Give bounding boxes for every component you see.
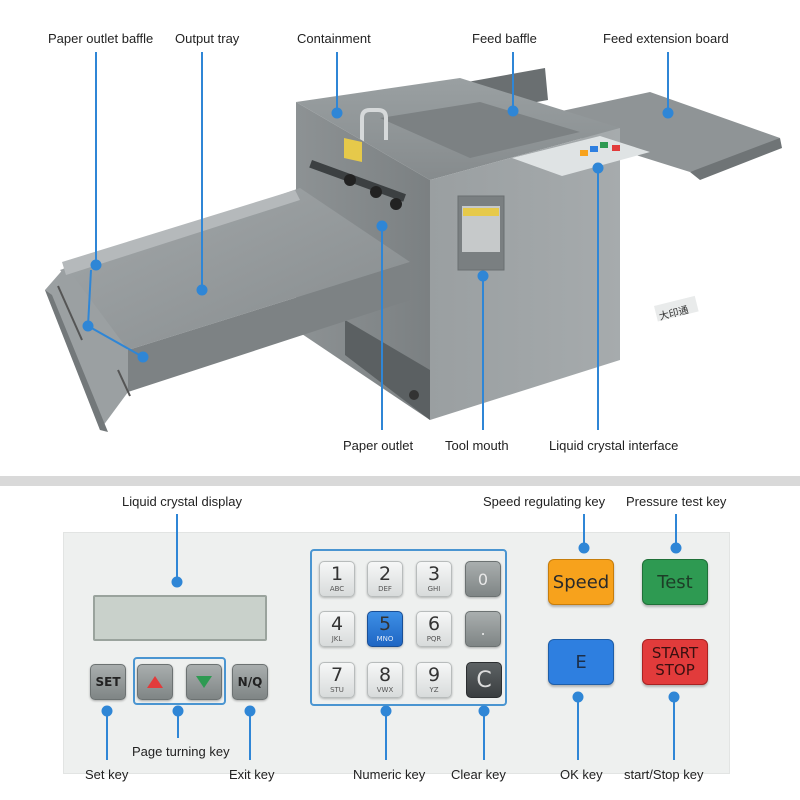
numeric-key-digit: 6: [427, 613, 441, 635]
label-exit-key: Exit key: [229, 767, 275, 782]
numeric-key-letters: STU: [330, 686, 344, 694]
label-pressure-test-key: Pressure test key: [626, 494, 727, 509]
arrow-down-icon: [196, 676, 212, 688]
numeric-key-digit: 3: [427, 563, 441, 585]
label-liquid-crystal-display: Liquid crystal display: [122, 494, 242, 509]
set-button-label: SET: [95, 675, 121, 689]
test-button-label: Test: [657, 571, 693, 593]
numeric-key-digit: 9: [427, 664, 441, 686]
label-set-key: Set key: [85, 767, 129, 782]
numeric-key-letters: MNO: [376, 635, 394, 643]
numeric-key-letters: GHI: [427, 585, 441, 593]
numeric-keypad-group: [310, 549, 507, 706]
numeric-key-digit: 7: [330, 664, 344, 686]
machine-photo-section: 大印通: [45, 68, 782, 432]
clear-button[interactable]: C: [466, 662, 502, 698]
rollers: [309, 159, 406, 210]
label-numeric-key: Numeric key: [353, 767, 426, 782]
numeric-key-letters: DEF: [378, 585, 392, 593]
label-start-stop-key: start/Stop key: [624, 767, 704, 782]
label-feed-extension-board: Feed extension board: [603, 31, 729, 46]
numeric-key-digit: .: [480, 619, 486, 639]
liquid-crystal-display: [93, 595, 267, 641]
label-ok-key: OK key: [560, 767, 603, 782]
numeric-key-digit: 5: [378, 613, 392, 635]
arrow-up-icon: [147, 676, 163, 688]
label-paper-outlet: Paper outlet: [343, 438, 414, 453]
numeric-key-letters: VWX: [376, 686, 394, 694]
start-label: START: [651, 644, 699, 662]
numeric-key-digit: 4: [330, 613, 344, 635]
label-page-turning-key: Page turning key: [132, 744, 230, 759]
clear-button-label: C: [476, 667, 492, 693]
output-tray: [60, 188, 410, 350]
exit-button-label: N/Q: [237, 675, 263, 689]
speed-button[interactable]: Speed: [548, 559, 614, 605]
ok-button[interactable]: E: [548, 639, 614, 685]
numeric-key-dot[interactable]: .: [465, 611, 501, 647]
exit-button[interactable]: N/Q: [232, 664, 268, 700]
numeric-key-letters: JKL: [331, 635, 343, 643]
page-up-button[interactable]: [137, 664, 173, 700]
stop-label: STOP: [655, 661, 695, 679]
paper-outlet-baffle: [62, 190, 300, 275]
label-output-tray: Output tray: [175, 31, 240, 46]
numeric-key-letters: PQR: [426, 635, 442, 643]
numeric-key-0[interactable]: 0: [465, 561, 501, 597]
label-clear-key: Clear key: [451, 767, 506, 782]
numeric-key-digit: 2: [378, 563, 392, 585]
page-down-button[interactable]: [186, 664, 222, 700]
brand-plate: [654, 295, 699, 322]
set-button[interactable]: SET: [90, 664, 126, 700]
numeric-key-letters: ABC: [329, 585, 345, 593]
label-tool-mouth: Tool mouth: [445, 438, 509, 453]
speed-button-label: Speed: [552, 571, 610, 593]
numeric-key-letters: YZ: [429, 686, 439, 694]
numeric-key-digit: 0: [477, 569, 489, 589]
ok-button-label: E: [575, 651, 587, 673]
section-divider: [0, 476, 800, 486]
start-stop-button[interactable]: START STOP: [642, 639, 708, 685]
page-turning-key-group: [133, 657, 226, 705]
label-paper-outlet-baffle: Paper outlet baffle: [48, 31, 154, 46]
numeric-key-digit: 1: [330, 563, 344, 585]
label-speed-regulating-key: Speed regulating key: [483, 494, 606, 509]
control-panel-closeup: [63, 532, 730, 774]
numeric-key-digit: 8: [378, 664, 392, 686]
label-liquid-crystal-interface: Liquid crystal interface: [549, 438, 679, 453]
label-feed-baffle: Feed baffle: [472, 31, 537, 46]
paper-creasing-machine-illustration: 大印通: [45, 68, 782, 432]
label-containment: Containment: [297, 31, 371, 46]
feed-extension-board: [520, 92, 780, 172]
test-button[interactable]: Test: [642, 559, 708, 605]
